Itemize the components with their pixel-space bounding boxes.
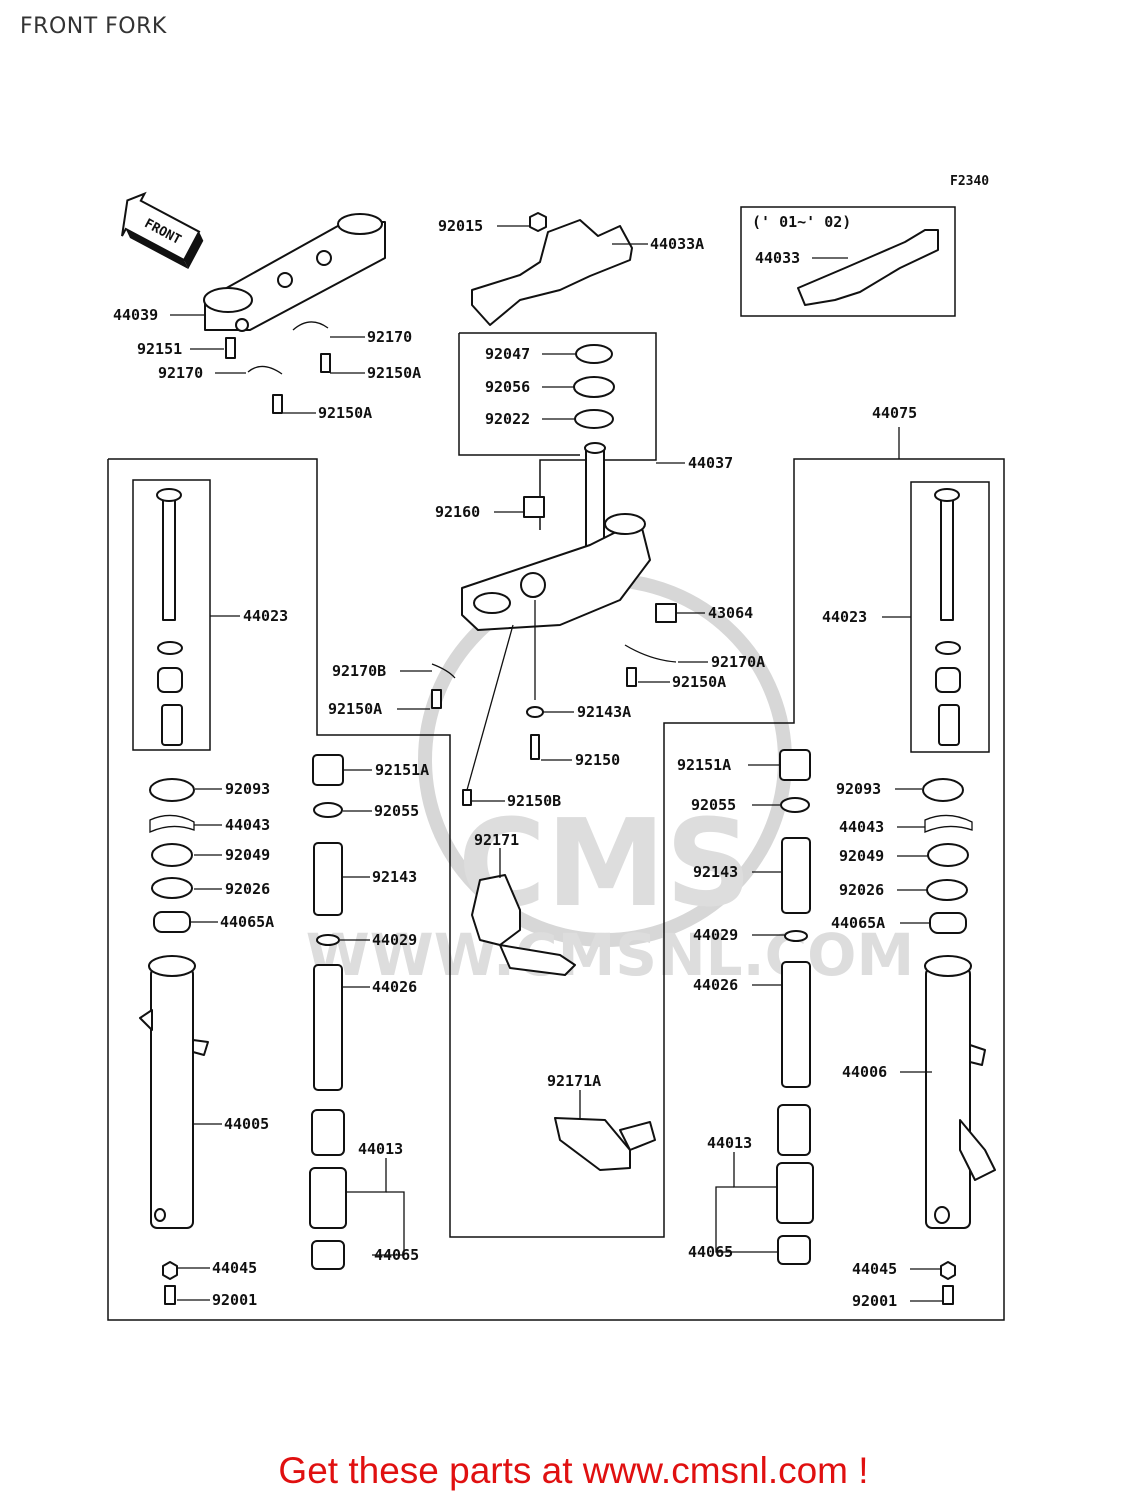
left-damper-parts	[309, 754, 347, 1270]
callout-44037: 44037	[688, 454, 733, 472]
callout-92150B: 92150B	[507, 792, 561, 810]
callout-44023-right: 44023	[822, 608, 867, 626]
cover-44033	[797, 229, 939, 306]
callout-92170B: 92170B	[332, 662, 386, 680]
leader-lines	[170, 225, 943, 1302]
variant-caption: (' 01~' 02)	[752, 213, 851, 231]
front-arrow-icon: FRONT	[121, 191, 204, 270]
callout-92171: 92171	[474, 831, 519, 849]
cta-link[interactable]: Get these parts at www.cmsnl.com !	[278, 1450, 869, 1491]
callout-44013-left: 44013	[358, 1140, 403, 1158]
left-fork	[139, 488, 209, 1305]
callout-92151: 92151	[137, 340, 182, 358]
callout-92049-right: 92049	[839, 847, 884, 865]
callout-44065A-right: 44065A	[831, 914, 885, 932]
callout-44005: 44005	[224, 1115, 269, 1133]
callout-92047: 92047	[485, 345, 530, 363]
callout-92160: 92160	[435, 503, 480, 521]
callout-92170A: 92170A	[711, 653, 765, 671]
callout-44065-right: 44065	[688, 1243, 733, 1261]
callout-92056: 92056	[485, 378, 530, 396]
callout-44043-right: 44043	[839, 818, 884, 836]
callout-44029-left: 44029	[372, 931, 417, 949]
cap-nut-92015	[529, 212, 547, 232]
steering-stem-44037	[461, 442, 651, 631]
callout-44039: 44039	[113, 306, 158, 324]
callout-44065-left: 44065	[374, 1246, 419, 1264]
callout-44043-left: 44043	[225, 816, 270, 834]
callout-92001-right: 92001	[852, 1292, 897, 1310]
callout-92026-left: 92026	[225, 880, 270, 898]
stem-washers	[573, 344, 615, 429]
callout-92026-right: 92026	[839, 881, 884, 899]
callout-92150A-2: 92150A	[318, 404, 372, 422]
watermark-url: WWW.CMSNL.COM	[306, 921, 914, 989]
upper-fasteners	[225, 321, 331, 414]
callout-92055-left: 92055	[374, 802, 419, 820]
diagram-code: F2340	[950, 174, 989, 189]
callout-44026-left: 44026	[372, 978, 417, 996]
callout-92055-right: 92055	[691, 796, 736, 814]
right-fork	[922, 488, 996, 1305]
callout-92150A-4: 92150A	[672, 673, 726, 691]
callout-92093-left: 92093	[225, 780, 270, 798]
callout-92150: 92150	[575, 751, 620, 769]
callout-92093-right: 92093	[836, 780, 881, 798]
callout-92171A: 92171A	[547, 1072, 601, 1090]
page-title: FRONT FORK	[20, 14, 167, 39]
assembly-frames	[107, 206, 1005, 1321]
callout-44065A-left: 44065A	[220, 913, 274, 931]
stem-fasteners	[431, 603, 677, 806]
callout-92015: 92015	[438, 217, 483, 235]
callout-44075: 44075	[872, 404, 917, 422]
callout-92001-left: 92001	[212, 1291, 257, 1309]
callout-44045-left: 44045	[212, 1259, 257, 1277]
callout-92150A-1: 92150A	[367, 364, 421, 382]
callout-92143-right: 92143	[693, 863, 738, 881]
right-damper-parts	[776, 749, 814, 1265]
callout-44023-left: 44023	[243, 607, 288, 625]
callout-92170-top: 92170	[367, 328, 412, 346]
watermark: CMS WWW.CMSNL.COM	[306, 573, 914, 989]
callout-92151A-left: 92151A	[375, 761, 429, 779]
brackets	[471, 874, 656, 1171]
callout-44006: 44006	[842, 1063, 887, 1081]
callout-44033A: 44033A	[650, 235, 704, 253]
callout-92143A: 92143A	[577, 703, 631, 721]
cover-44033a	[471, 219, 633, 326]
upper-bracket-44039	[203, 213, 386, 332]
callout-44026-right: 44026	[693, 976, 738, 994]
callout-92143-left: 92143	[372, 868, 417, 886]
callout-43064: 43064	[708, 604, 753, 622]
callout-44029-right: 44029	[693, 926, 738, 944]
part-callouts: 92015 44033A 44033 44039 92170 92151 921…	[113, 217, 917, 1310]
callout-44033: 44033	[755, 249, 800, 267]
callout-92049-left: 92049	[225, 846, 270, 864]
callout-92170-left: 92170	[158, 364, 203, 382]
callout-92151A-right: 92151A	[677, 756, 731, 774]
callout-92150A-3: 92150A	[328, 700, 382, 718]
callout-44013-right: 44013	[707, 1134, 752, 1152]
callout-92022: 92022	[485, 410, 530, 428]
callout-44045-right: 44045	[852, 1260, 897, 1278]
